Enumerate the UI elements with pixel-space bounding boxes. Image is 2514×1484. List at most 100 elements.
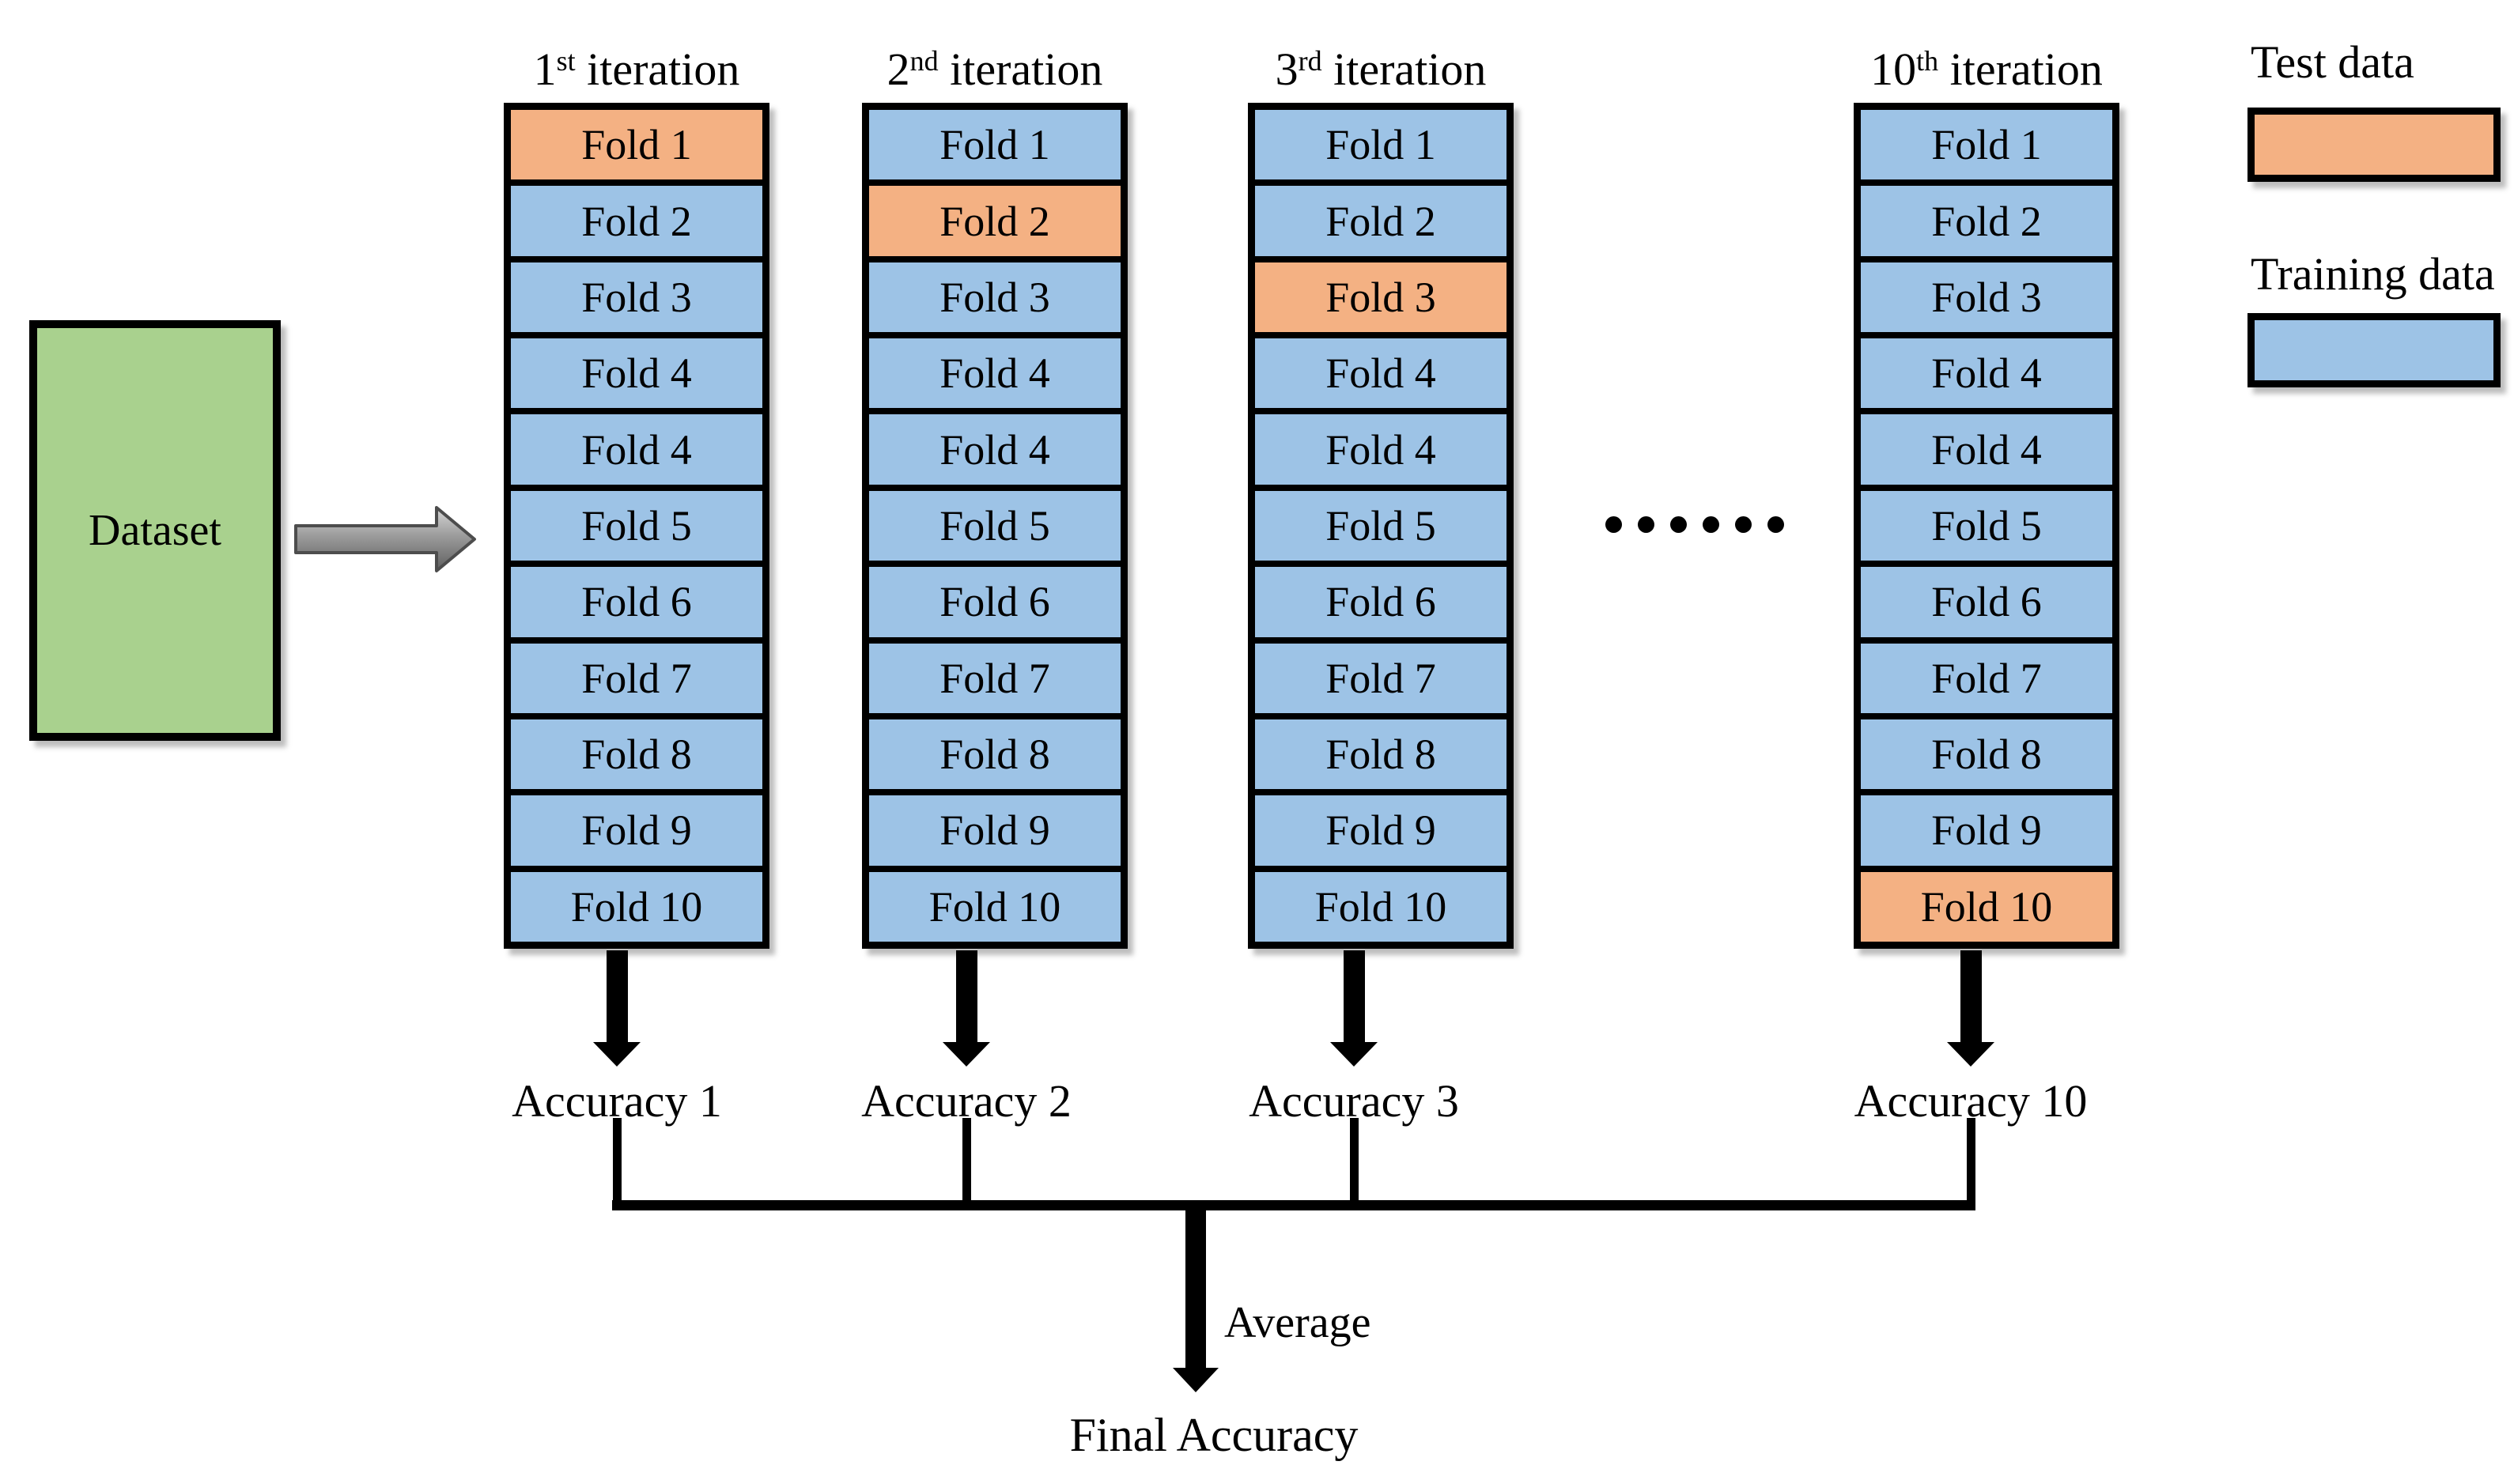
training-fold-cell: Fold 7 xyxy=(511,636,762,713)
iteration-header-ordinal-suffix: nd xyxy=(909,45,939,77)
training-fold-cell: Fold 2 xyxy=(1255,179,1507,256)
fold-cell-label: Fold 5 xyxy=(1325,501,1436,549)
average-arrowhead-icon xyxy=(1173,1368,1219,1392)
iteration-header-text: iteration xyxy=(1321,43,1487,95)
fold-cell-label: Fold 5 xyxy=(581,501,692,549)
legend-test-swatch xyxy=(2247,108,2501,182)
iteration-header-ordinal: 3 xyxy=(1275,43,1299,95)
iteration-header-text: iteration xyxy=(1938,43,2103,95)
training-fold-cell: Fold 8 xyxy=(869,712,1121,790)
training-fold-cell: Fold 7 xyxy=(1255,636,1507,713)
fold-cell-label: Fold 4 xyxy=(1931,349,2042,398)
iteration-header-ordinal: 2 xyxy=(887,43,910,95)
training-fold-cell: Fold 10 xyxy=(869,865,1121,942)
iteration-header-3: 3rd iteration xyxy=(1276,35,1487,95)
training-fold-cell: Fold 9 xyxy=(869,789,1121,866)
dataset-box: Dataset xyxy=(29,320,281,741)
ellipsis-dots-icon xyxy=(1605,516,1784,534)
dataset-label: Dataset xyxy=(89,506,221,555)
fold-cell-label: Fold 7 xyxy=(1931,654,2042,702)
accuracy-connector-4 xyxy=(1967,1118,1975,1206)
fold-cell-label: Fold 5 xyxy=(1931,501,2042,549)
training-fold-cell: Fold 8 xyxy=(1861,712,2112,790)
training-fold-cell: Fold 6 xyxy=(869,561,1121,637)
training-fold-cell: Fold 4 xyxy=(511,332,762,409)
fold-column-3: Fold 1 Fold 2 Fold 3 Fold 4 Fold 4 Fold 5 Fold… xyxy=(1248,103,1514,949)
iteration-header-ordinal-suffix: th xyxy=(1916,45,1939,77)
ellipsis-dot xyxy=(1703,516,1719,533)
fold-cell-label: Fold 4 xyxy=(1325,349,1436,398)
accuracy-connector-1 xyxy=(613,1118,622,1206)
dataset-to-folds-arrow-icon xyxy=(294,506,476,572)
iteration-header-ordinal: 1 xyxy=(533,43,557,95)
training-fold-cell: Fold 4 xyxy=(1861,408,2112,485)
training-fold-cell: Fold 5 xyxy=(1861,484,2112,561)
iteration-header-1: 1st iteration xyxy=(534,35,740,95)
fold-cell-label: Fold 1 xyxy=(1325,121,1436,169)
fold-cell-label: Fold 4 xyxy=(1325,425,1436,474)
training-fold-cell: Fold 2 xyxy=(511,179,762,256)
fold-cell-label: Fold 9 xyxy=(939,806,1050,855)
iteration-header-2: 2nd iteration xyxy=(887,35,1103,95)
fold-cell-label: Fold 8 xyxy=(1931,731,2042,779)
test-fold-cell: Fold 10 xyxy=(1861,865,2112,942)
iteration-header-4: 10th iteration xyxy=(1870,35,2103,95)
column-arrow-shaft-2 xyxy=(956,950,977,1042)
column-arrowhead-icon-1 xyxy=(593,1042,641,1067)
fold-column-4: Fold 1 Fold 2 Fold 3 Fold 4 Fold 4 Fold 5 Fold… xyxy=(1854,103,2119,949)
training-fold-cell: Fold 4 xyxy=(869,332,1121,409)
test-fold-cell: Fold 1 xyxy=(511,110,762,180)
average-label: Average xyxy=(1224,1298,1371,1347)
iteration-header-ordinal: 10 xyxy=(1870,43,1917,95)
ellipsis-dot xyxy=(1767,516,1784,533)
training-fold-cell: Fold 5 xyxy=(869,484,1121,561)
training-fold-cell: Fold 2 xyxy=(1861,179,2112,256)
training-fold-cell: Fold 6 xyxy=(1861,561,2112,637)
training-fold-cell: Fold 1 xyxy=(1861,110,2112,180)
training-fold-cell: Fold 6 xyxy=(511,561,762,637)
fold-cell-label: Fold 10 xyxy=(1920,882,2053,931)
fold-cell-label: Fold 10 xyxy=(570,882,703,931)
fold-cell-label: Fold 1 xyxy=(581,121,692,169)
training-fold-cell: Fold 3 xyxy=(511,255,762,333)
ellipsis-dot xyxy=(1638,516,1654,533)
training-fold-cell: Fold 7 xyxy=(1861,636,2112,713)
column-arrow-shaft-4 xyxy=(1960,950,1982,1042)
fold-cell-label: Fold 4 xyxy=(581,349,692,398)
training-fold-cell: Fold 6 xyxy=(1255,561,1507,637)
training-fold-cell: Fold 3 xyxy=(1861,255,2112,333)
training-fold-cell: Fold 7 xyxy=(869,636,1121,713)
legend-training-label: Training data xyxy=(2251,248,2495,300)
fold-cell-label: Fold 1 xyxy=(1931,121,2042,169)
test-fold-cell: Fold 2 xyxy=(869,179,1121,256)
training-fold-cell: Fold 9 xyxy=(1255,789,1507,866)
training-fold-cell: Fold 4 xyxy=(1255,408,1507,485)
fold-cell-label: Fold 5 xyxy=(939,501,1050,549)
ellipsis-dot xyxy=(1670,516,1687,533)
fold-cell-label: Fold 6 xyxy=(1931,578,2042,626)
training-fold-cell: Fold 4 xyxy=(1255,332,1507,409)
fold-cell-label: Fold 3 xyxy=(1325,273,1436,321)
column-arrow-shaft-3 xyxy=(1344,950,1365,1042)
ellipsis-dot xyxy=(1735,516,1752,533)
accuracy-join-line xyxy=(612,1200,1975,1210)
fold-cell-label: Fold 3 xyxy=(581,273,692,321)
fold-cell-label: Fold 7 xyxy=(581,654,692,702)
accuracy-connector-3 xyxy=(1350,1118,1359,1206)
fold-cell-label: Fold 2 xyxy=(581,197,692,245)
fold-cell-label: Fold 2 xyxy=(939,197,1050,245)
test-fold-cell: Fold 3 xyxy=(1255,255,1507,333)
fold-cell-label: Fold 8 xyxy=(581,731,692,779)
fold-cell-label: Fold 6 xyxy=(1325,578,1436,626)
training-fold-cell: Fold 3 xyxy=(869,255,1121,333)
fold-cell-label: Fold 9 xyxy=(581,806,692,855)
column-arrowhead-icon-4 xyxy=(1947,1042,1994,1067)
fold-cell-label: Fold 4 xyxy=(939,349,1050,398)
column-arrowhead-icon-3 xyxy=(1330,1042,1378,1067)
fold-cell-label: Fold 8 xyxy=(939,731,1050,779)
training-fold-cell: Fold 10 xyxy=(511,865,762,942)
fold-cell-label: Fold 10 xyxy=(1314,882,1447,931)
fold-cell-label: Fold 3 xyxy=(1931,273,2042,321)
training-fold-cell: Fold 4 xyxy=(869,408,1121,485)
